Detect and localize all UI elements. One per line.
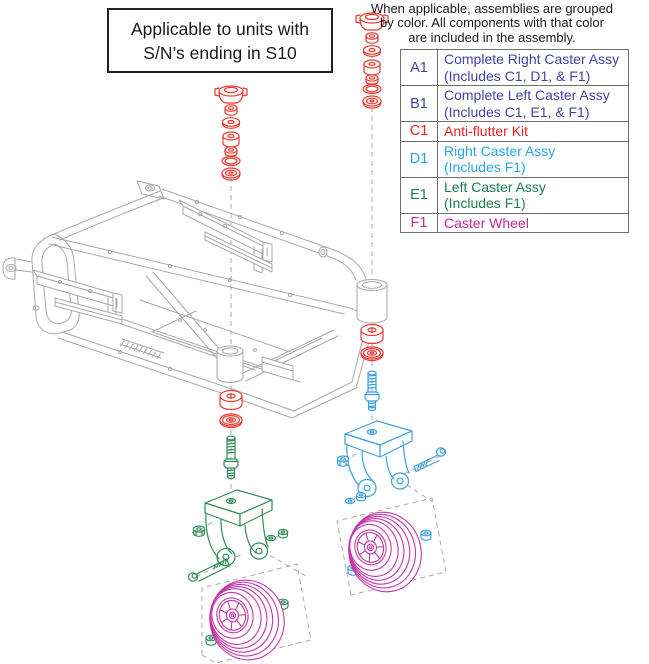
legend-desc: Anti-flutter Kit [444,123,529,139]
legend-code: C1 [401,122,438,141]
right-caster-wheel [348,511,422,593]
left-stem-nut [192,525,206,537]
right-caster-housing [356,284,388,324]
right-caster-assy [336,370,447,576]
left-axle-bolt [187,558,230,582]
chassis-frame [2,180,388,419]
left-caster-fork [204,489,273,567]
right-caster-bearing-set [360,323,384,362]
left-caster-assy [187,435,289,646]
left-caster-housing [216,350,244,383]
right-caster-stem [364,370,380,412]
legend-row-f1: F1 Caster Wheel [401,212,628,232]
left-caster-wheel [209,579,285,661]
color-note-line3: are included in the assembly. [408,29,576,45]
assembly-legend-table: A1 Complete Right Caster Assy (Includes … [400,49,629,233]
anti-flutter-kit-left [214,85,248,181]
legend-row-d1: D1 Right Caster Assy (Includes F1) [401,140,628,177]
left-axle-washers [265,528,289,542]
left-caster-bearing-set [219,389,243,429]
serial-note-line1: Applicable to units with [130,18,310,39]
left-caster-stem [223,435,239,480]
color-grouping-note: When applicable, assemblies are grouped … [336,1,648,45]
legend-code: B1 [401,86,438,121]
serial-note-box: Applicable to units with S/N’s ending in… [107,8,333,73]
legend-desc: Complete Right Caster Assy (Includes C1,… [444,51,620,84]
right-axle-bolt [413,447,447,473]
legend-row-a1: A1 Complete Right Caster Assy (Includes … [401,50,628,85]
right-caster-fork [344,420,413,498]
anti-flutter-kit-right [355,12,389,109]
color-note-line2: by color. All components with that color [379,15,604,31]
legend-row-e1: E1 Left Caster Assy (Includes F1) [401,176,628,213]
legend-desc: Complete Left Caster Assy (Includes C1, … [444,87,610,120]
right-stem-nut [336,455,350,467]
frame-holes [57,199,293,372]
legend-row-b1: B1 Complete Left Caster Assy (Includes C… [401,85,628,121]
legend-code: D1 [401,141,438,177]
legend-code: E1 [401,177,438,213]
legend-desc: Left Caster Assy (Includes F1) [444,178,546,212]
legend-row-c1: C1 Anti-flutter Kit [401,121,628,141]
right-axle-washers [344,491,367,505]
legend-desc: Right Caster Assy (Includes F1) [444,142,556,176]
legend-desc: Caster Wheel [444,214,529,231]
serial-note-line2: S/N’s ending in S10 [143,42,297,63]
legend-code: A1 [401,50,438,85]
color-note-line1: When applicable, assemblies are grouped [370,1,614,16]
legend-code: F1 [401,213,438,232]
